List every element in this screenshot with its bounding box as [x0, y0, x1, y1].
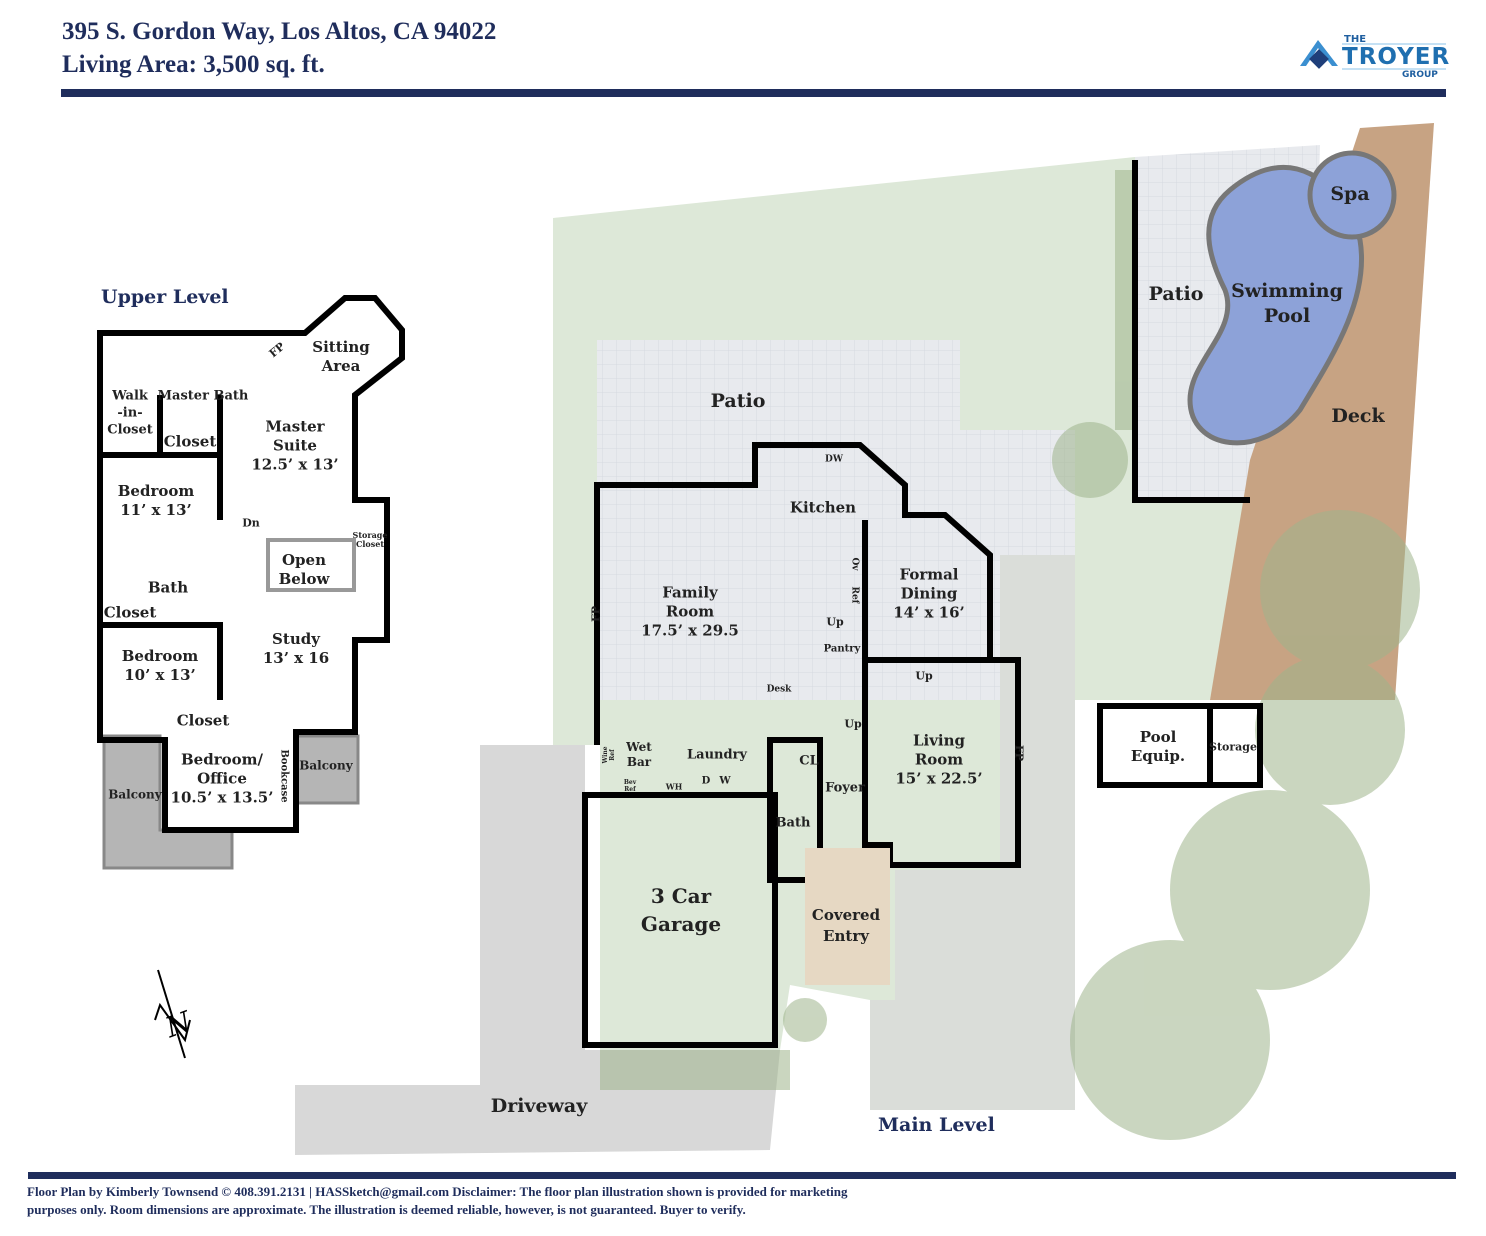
area-driveway: Driveway	[490, 1095, 588, 1117]
room-storage-closet: Storage Closet	[352, 530, 388, 549]
fireplace-living-label: FP	[1012, 744, 1026, 762]
house-logo-icon	[1300, 40, 1446, 70]
room-balcony: Balcony	[299, 758, 353, 773]
refrigerator-label: Ref	[849, 586, 860, 604]
patio-main	[597, 340, 1075, 700]
header-rule	[61, 89, 1446, 97]
upper-level-walls	[97, 295, 405, 833]
room-closet: Closet	[103, 603, 157, 622]
stairs-up-label: Up	[826, 615, 844, 629]
area-patio-pool: Patio	[1148, 283, 1204, 305]
bookcase-label: Bookcase	[278, 749, 290, 803]
room-wet-bar: Wet Bar	[626, 740, 652, 769]
room-bedroom: Bedroom 10’ x 13’	[121, 647, 199, 684]
logo-the: THE	[1344, 34, 1367, 45]
logo-group: GROUP	[1402, 70, 1438, 80]
living-area: Living Area: 3,500 sq. ft.	[62, 51, 325, 78]
room-pool-equipment: Pool Equip.	[1130, 728, 1186, 765]
room-balcony: Balcony	[108, 787, 162, 802]
covered-entry-floor	[805, 848, 890, 985]
room-walk-in-closet: Walk -in- Closet	[107, 388, 153, 438]
room-foyer: Foyer	[825, 780, 865, 796]
room-garage: 3 Car Garage	[640, 884, 722, 936]
room-covered-entry: Covered Entry	[811, 906, 881, 945]
side-walkway	[870, 555, 1075, 1110]
room-formal-dining: Formal Dining 14’ x 16’	[893, 565, 965, 622]
deck-label: Deck	[1331, 405, 1385, 427]
room-laundry: Laundry	[687, 747, 747, 763]
room-closet: Closet	[176, 711, 230, 730]
washer-label: W	[719, 775, 731, 787]
spa-label: Spa	[1330, 183, 1370, 205]
room-closet: CL	[799, 753, 819, 769]
room-storage: Storage	[1209, 740, 1257, 754]
footer-rule	[28, 1172, 1456, 1179]
footer-credit: Floor Plan by Kimberly Townsend © 408.39…	[27, 1184, 848, 1199]
dryer-label: D	[701, 775, 711, 787]
stairs-down-label: Dn	[242, 516, 260, 530]
area-patio: Patio	[710, 390, 766, 412]
property-address: 395 S. Gordon Way, Los Altos, CA 94022	[62, 18, 497, 45]
fireplace-family-label: FP	[589, 605, 603, 623]
open-below-label: Open Below	[278, 551, 330, 588]
room-sitting-area: Sitting Area	[312, 338, 370, 375]
spa	[1307, 150, 1397, 240]
open-below	[266, 538, 356, 592]
swimming-pool-label: Swimming Pool	[1231, 280, 1343, 327]
room-family-room: Family Room 17.5’ x 29.5	[641, 583, 739, 640]
north-arrow-icon	[154, 969, 191, 1059]
upper-level-title: Upper Level	[101, 286, 229, 308]
room-pantry: Pantry	[823, 643, 861, 655]
water-heater-label: WH	[665, 781, 683, 792]
room-living-room: Living Room 15’ x 22.5’	[895, 731, 983, 788]
oven-label: Ov	[849, 557, 860, 571]
room-master-suite: Master Suite 12.5’ x 13’	[251, 417, 339, 474]
room-study: Study 13’ x 16	[262, 630, 330, 667]
bev-ref-label: Bev Ref	[623, 779, 637, 793]
room-kitchen: Kitchen	[789, 498, 857, 517]
room-master-bath: Master Bath	[157, 388, 249, 404]
wine-ref-label: Wine Ref	[602, 746, 616, 764]
stairs-up-label: Up	[844, 717, 862, 731]
room-bedroom-office: Bedroom/ Office 10.5’ x 13.5’	[170, 750, 274, 807]
footer-disclaimer: purposes only. Room dimensions are appro…	[27, 1202, 746, 1217]
trees	[600, 170, 1420, 1140]
room-bath: Bath	[147, 578, 189, 597]
logo-troyer: TROYER	[1342, 44, 1451, 70]
main-level-title: Main Level	[878, 1114, 995, 1136]
troyer-group-logo: THE TROYER GROUP	[1298, 34, 1451, 82]
stairs-up-label: Up	[915, 669, 933, 683]
desk-label: Desk	[766, 684, 792, 695]
room-bedroom: Bedroom 11’ x 13’	[117, 482, 195, 519]
dishwasher-label: DW	[825, 454, 843, 465]
room-bath: Bath	[775, 815, 811, 831]
room-closet: Closet	[163, 432, 217, 451]
